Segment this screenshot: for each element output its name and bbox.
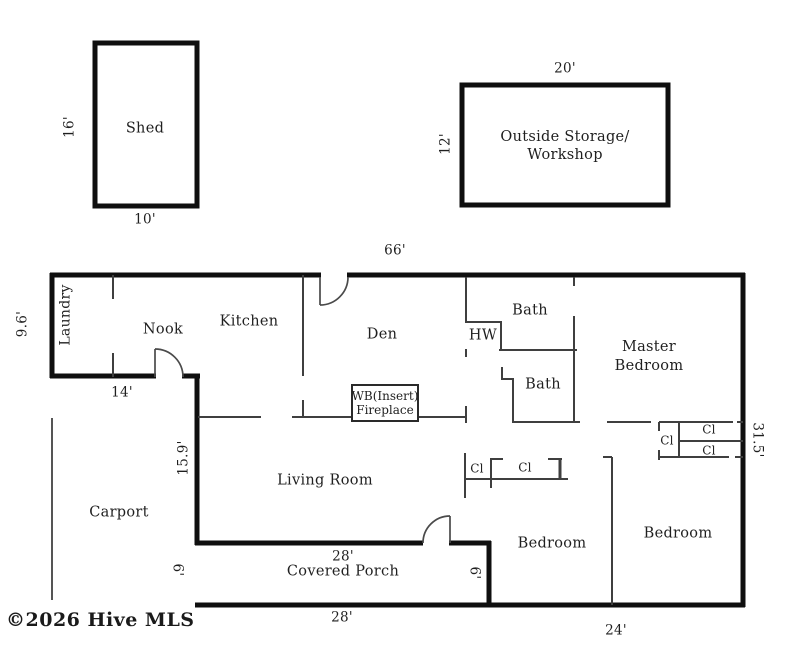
closet-label-1: Cl: [470, 461, 484, 476]
room-label-den: Den: [366, 326, 398, 343]
fireplace-line2: Fireplace: [356, 403, 414, 417]
closet-label-2: Cl: [518, 460, 532, 475]
fireplace-box: WB(Insert) Fireplace: [351, 384, 419, 422]
dim-shed-width: 10': [134, 211, 156, 228]
door-swings: [154, 276, 451, 544]
shed-outline: [92, 40, 200, 209]
storage-outline: [459, 82, 671, 208]
master-label-line1: Master: [621, 339, 677, 355]
closet-label-5: Cl: [702, 443, 716, 458]
dim-bedrooms-width: 24': [605, 622, 627, 639]
closet-label-3: Cl: [660, 433, 674, 448]
room-label-kitchen: Kitchen: [219, 313, 279, 330]
room-label-bedroom-right: Bedroom: [643, 525, 713, 542]
closet-label-4: Cl: [702, 422, 716, 437]
dim-laundry-height: 9.6': [14, 310, 31, 338]
storage-label-line2: Workshop: [527, 147, 603, 163]
dim-storage-height: 12': [437, 133, 454, 155]
room-label-laundry: Laundry: [57, 284, 74, 346]
dim-porch-width-inside: 28': [332, 548, 354, 565]
dim-porch-width-below: 28': [331, 609, 353, 626]
room-label-shed: Shed: [125, 120, 165, 137]
nook-door-arc: [154, 348, 184, 378]
dim-porch-height-left: 6': [169, 563, 186, 577]
room-label-storage: Outside Storage/ Workshop: [500, 128, 629, 164]
room-label-carport: Carport: [89, 504, 149, 521]
room-label-covered-porch: Covered Porch: [286, 563, 400, 580]
storage-label-line1: Outside Storage/: [500, 129, 630, 145]
room-label-hw: HW: [468, 327, 498, 344]
porch-door-arc: [422, 515, 451, 544]
room-label-bedroom-left: Bedroom: [517, 535, 587, 552]
dim-right-height: 31.5': [749, 422, 766, 458]
room-label-nook: Nook: [142, 321, 184, 338]
dim-storage-width: 20': [554, 60, 576, 77]
room-label-bath-bottom: Bath: [525, 376, 561, 393]
dim-house-width: 66': [384, 242, 406, 259]
dim-porch-height-right: 6': [466, 566, 483, 580]
dim-shed-height: 16': [61, 116, 78, 138]
room-label-bath-top: Bath: [512, 302, 548, 319]
room-label-master-bedroom: Master Bedroom: [615, 338, 684, 376]
mls-watermark: ©2026 Hive MLS: [6, 609, 195, 631]
fireplace-line1: WB(Insert): [351, 389, 419, 403]
master-label-line2: Bedroom: [614, 358, 684, 374]
dim-wing-height: 15.9': [175, 440, 192, 476]
room-label-living-room: Living Room: [277, 472, 373, 489]
den-door-arc: [319, 276, 349, 306]
dim-nook-width: 14': [111, 384, 133, 401]
interior-walls: [112, 275, 743, 605]
